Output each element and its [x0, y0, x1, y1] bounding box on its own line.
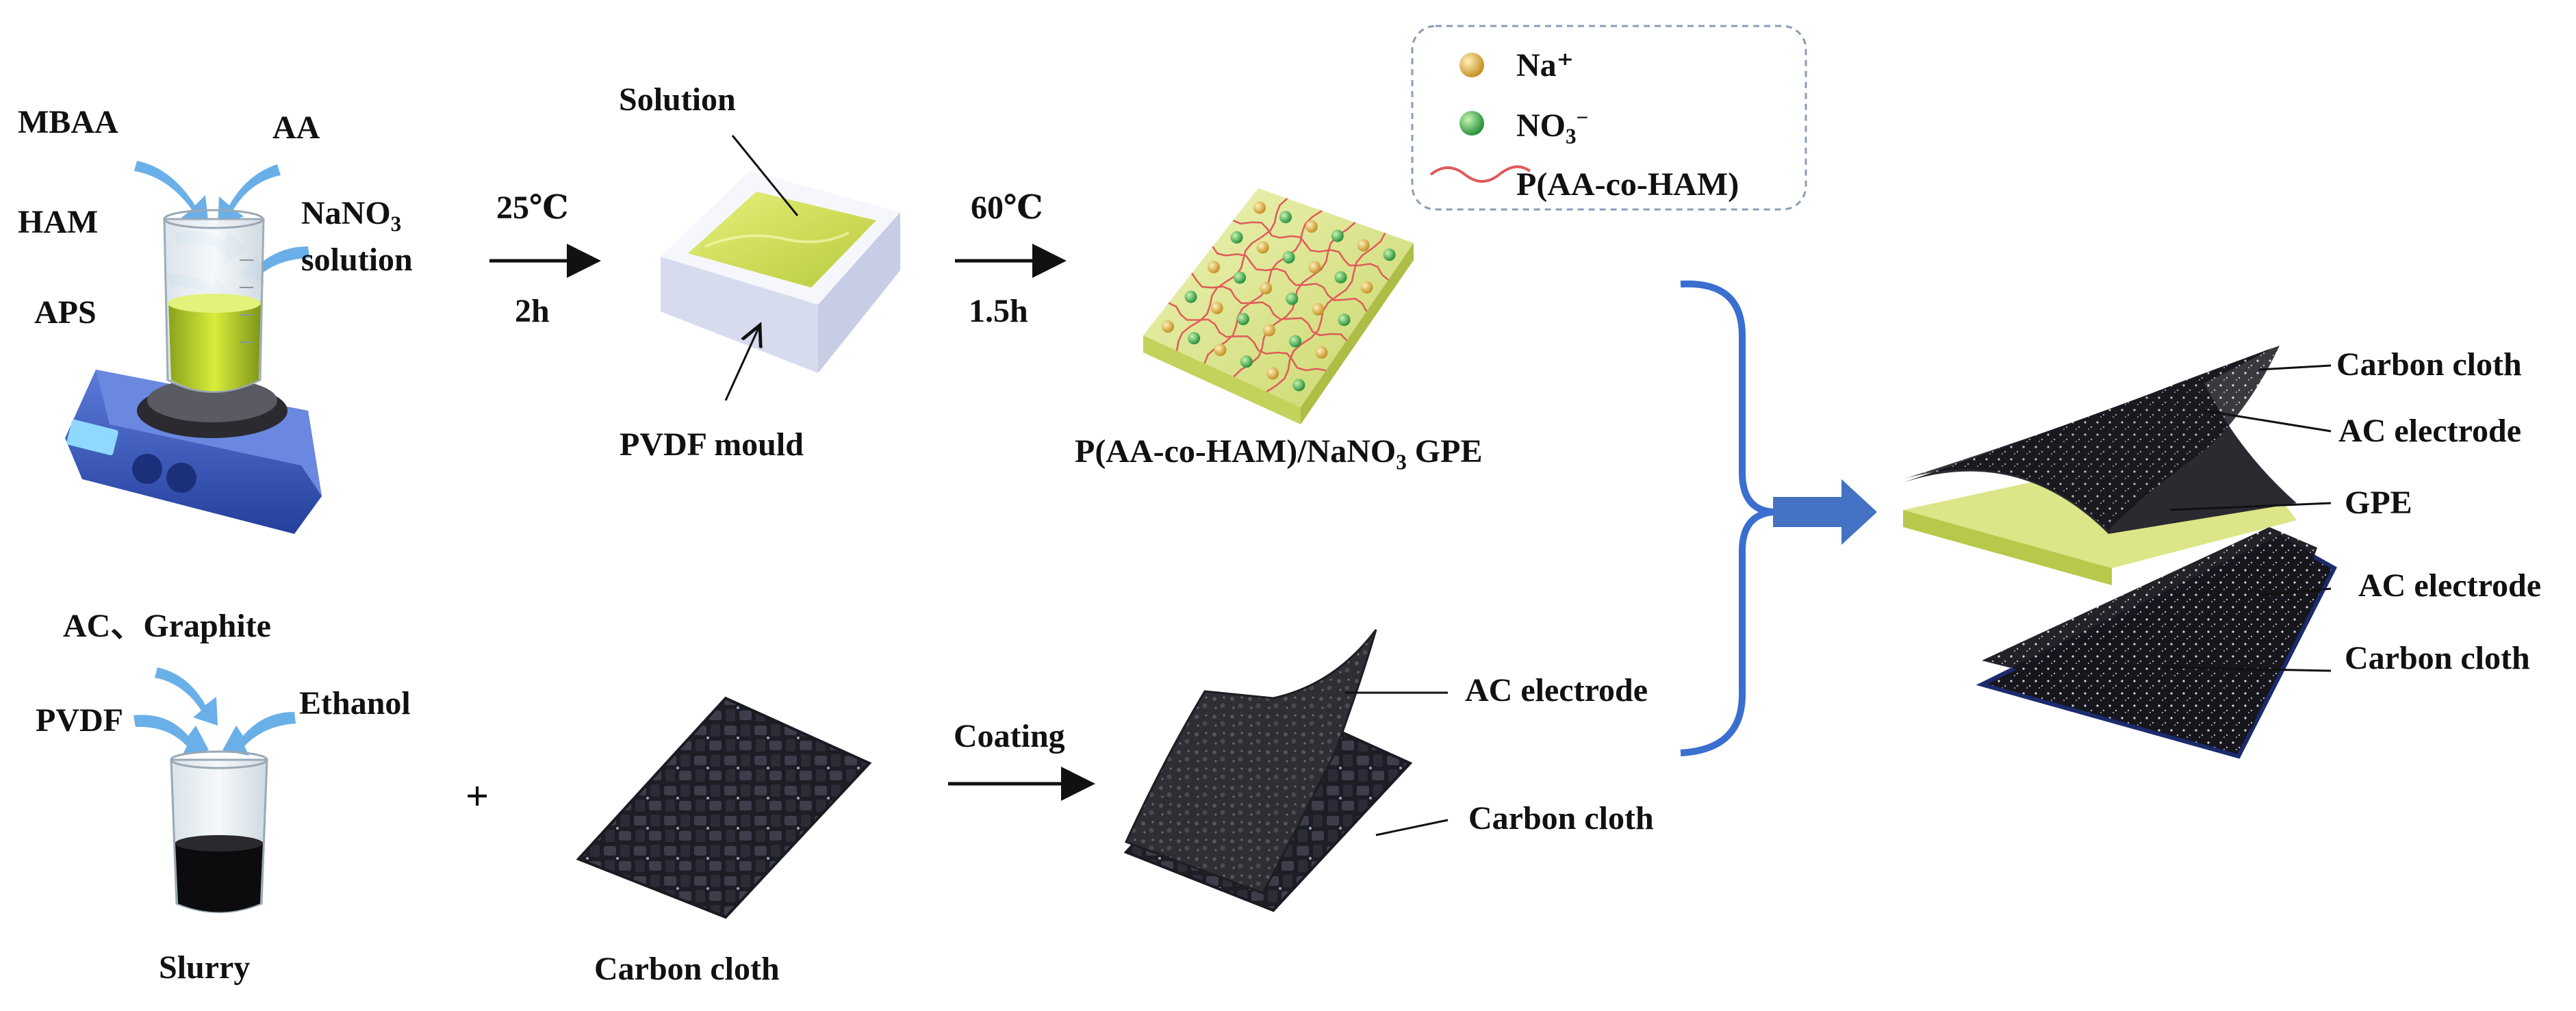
slurry-beaker: [170, 750, 268, 913]
na-ion: [1161, 320, 1174, 333]
no3-ion: [1230, 231, 1243, 244]
na-ion: [1210, 301, 1223, 314]
step1-temperature: 25℃: [496, 190, 569, 226]
solution-pointer: [731, 135, 799, 216]
ion-legend: [1411, 25, 1807, 211]
device-ac-electrode-bottom: [1982, 527, 2317, 729]
assembled-device: [1903, 346, 2337, 759]
gpe-ion-set: [1161, 201, 1396, 392]
no3-ion: [1331, 229, 1344, 242]
na-ion: [1266, 367, 1279, 380]
reaction-beaker: [163, 209, 265, 393]
solution-label: Solution: [619, 81, 736, 118]
na-ion: [1305, 220, 1318, 233]
no3-ion: [1279, 211, 1292, 224]
coated-electrode: [1123, 629, 1413, 912]
no3-ion: [1184, 290, 1197, 303]
reagent-nano3: NaNO3: [301, 195, 402, 236]
gpe-label: P(AA-co-HAM)/NaNO3 GPE: [1075, 433, 1483, 474]
carbon-cloth-label: Carbon cloth: [594, 951, 780, 987]
electrode-ac-layer: [1124, 629, 1377, 895]
merge-brace: [1680, 280, 1774, 756]
no3-ion: [1234, 271, 1247, 284]
ac-electrode-label: AC electrode: [1465, 672, 1648, 708]
plus-sign: +: [466, 773, 489, 819]
polymer-chain: [1168, 302, 1327, 372]
na-ion: [1208, 261, 1220, 274]
step2-duration: 1.5h: [969, 293, 1028, 329]
no3-ion: [1292, 379, 1305, 392]
electrode-carbon-cloth-label: Carbon cloth: [1468, 800, 1654, 836]
reagent-aps: APS: [34, 294, 97, 331]
pvdf-mould: [661, 171, 900, 373]
carbon-cloth-pointer: [1375, 819, 1449, 836]
legend-na-label: Na⁺: [1516, 47, 1574, 84]
device-layer-ac-electrode-top: AC electrode: [2338, 413, 2521, 449]
legend-polymer-label: P(AA-co-HAM): [1516, 166, 1739, 203]
reagent-pvdf: PVDF: [36, 702, 123, 739]
device-carbon-cloth-top: [1903, 346, 2280, 530]
na-ion: [1263, 324, 1275, 337]
na-ion: [1357, 239, 1370, 252]
no3-legend-marker: [1459, 111, 1484, 136]
step1-duration: 2h: [515, 293, 550, 329]
polymer-chain: [1190, 272, 1348, 342]
mould-pointer: [724, 325, 760, 401]
step2-temperature: 60℃: [971, 190, 1043, 226]
legend-no3-label: NO3−: [1516, 105, 1589, 149]
reagent-ham: HAM: [18, 204, 99, 240]
coating-label: Coating: [954, 718, 1065, 754]
polymer-legend-line: [1429, 165, 1531, 183]
na-ion: [1308, 261, 1321, 274]
no3-ion: [1289, 335, 1302, 348]
pvdf-mould-label: PVDF mould: [620, 426, 804, 463]
na-ion: [1256, 241, 1269, 254]
reagent-arrows-bottom: [133, 667, 296, 756]
reagent-ac-graphite: AC、Graphite: [63, 608, 271, 644]
na-legend-marker: [1459, 53, 1484, 77]
carbon-cloth-sheet: [576, 696, 872, 919]
na-ion: [1360, 281, 1373, 294]
reagent-ethanol: Ethanol: [299, 685, 411, 721]
slurry-label: Slurry: [159, 949, 251, 986]
device-layer-ac-electrode-bottom: AC electrode: [2358, 567, 2541, 604]
no3-ion: [1282, 251, 1295, 264]
no3-ion: [1383, 248, 1396, 261]
na-ion: [1315, 346, 1328, 359]
device-layer-carbon-cloth-top: Carbon cloth: [2336, 346, 2522, 383]
magnetic-stirrer: [65, 370, 322, 534]
no3-ion: [1240, 355, 1253, 368]
merge-arrow: [1773, 479, 1877, 545]
device-gpe-edge: [1903, 510, 2112, 585]
reagent-aa: AA: [272, 110, 320, 146]
reagent-nano3-solution: solution: [301, 242, 413, 278]
na-ion: [1214, 344, 1227, 357]
device-leader-lines: [2163, 364, 2332, 672]
na-ion: [1253, 201, 1266, 214]
no3-ion: [1286, 292, 1299, 305]
na-ion: [1260, 282, 1273, 294]
reagent-mbaa: MBAA: [18, 104, 118, 140]
polymer-chain: [1212, 246, 1368, 312]
device-layer-carbon-cloth-bottom: Carbon cloth: [2345, 640, 2530, 676]
no3-ion: [1188, 332, 1201, 345]
device-layer-gpe: GPE: [2345, 485, 2412, 521]
polymer-chain: [1232, 219, 1389, 281]
no3-ion: [1236, 313, 1249, 326]
no3-ion: [1334, 271, 1347, 284]
na-ion: [1312, 303, 1325, 316]
gpe-membrane: [1143, 188, 1414, 424]
no3-ion: [1338, 313, 1351, 327]
